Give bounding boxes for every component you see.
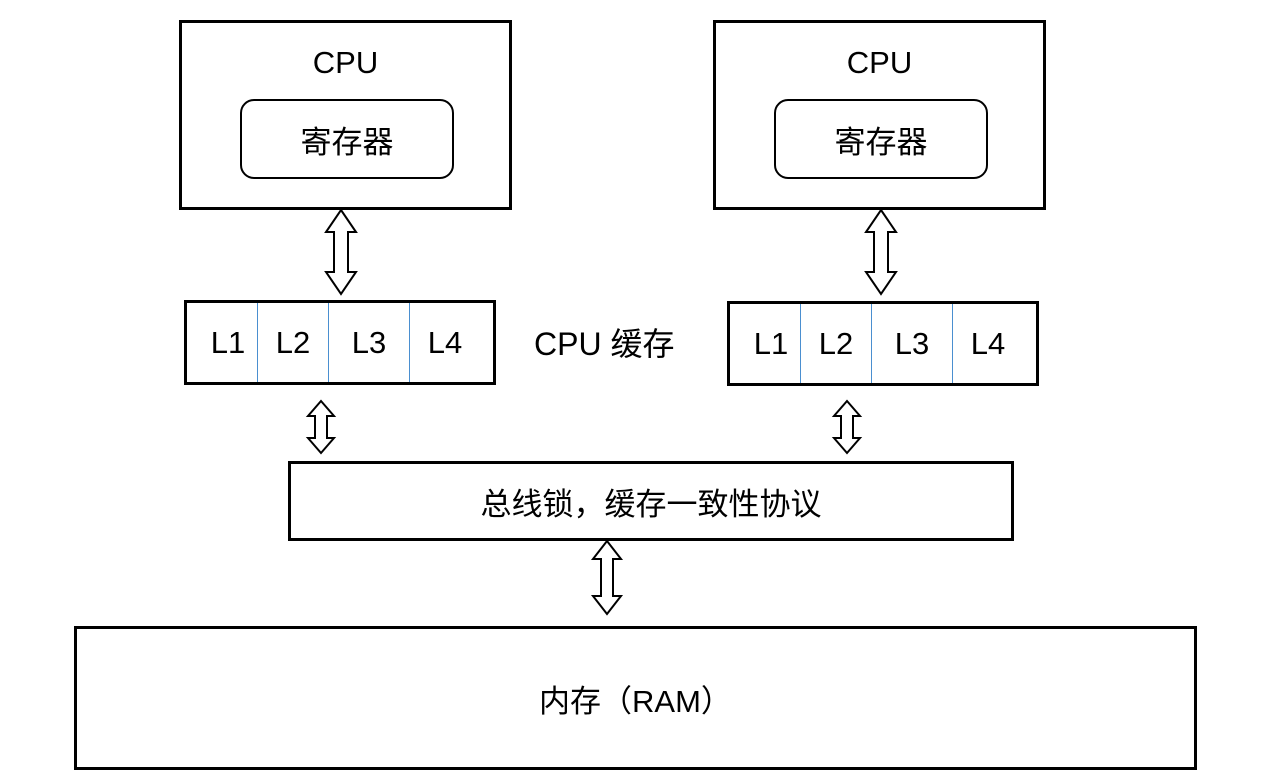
cache-divider xyxy=(328,303,329,382)
cache-level-l3-left: L3 xyxy=(351,324,387,360)
memory-box: 内存（RAM） xyxy=(74,626,1197,770)
bus-label: 总线锁，缓存一致性协议 xyxy=(480,486,822,522)
cpu-title-right: CPU xyxy=(846,45,913,80)
double-arrow-icon xyxy=(590,539,624,616)
cpu-box-left: CPU 寄存器 xyxy=(179,20,512,210)
cache-level-l2-right: L2 xyxy=(818,325,854,361)
register-label-right: 寄存器 xyxy=(834,124,928,160)
cache-level-l4-right: L4 xyxy=(970,325,1006,361)
cpu-title-left: CPU xyxy=(312,45,379,80)
double-arrow-icon xyxy=(324,208,358,296)
memory-label: 内存（RAM） xyxy=(539,683,732,719)
double-arrow-icon xyxy=(864,208,898,296)
cache-divider xyxy=(871,304,872,383)
cache-divider xyxy=(952,304,953,383)
cache-level-l1-left: L1 xyxy=(210,324,246,360)
cache-divider xyxy=(409,303,410,382)
cache-divider xyxy=(800,304,801,383)
cache-level-l3-right: L3 xyxy=(894,325,930,361)
cache-label: CPU 缓存 xyxy=(534,326,675,362)
cache-box-left: L1 L2 L3 L4 xyxy=(184,300,496,385)
register-label-left: 寄存器 xyxy=(300,124,394,160)
cache-divider xyxy=(257,303,258,382)
register-box-right: 寄存器 xyxy=(774,99,988,179)
double-arrow-icon xyxy=(831,399,863,455)
bus-box: 总线锁，缓存一致性协议 xyxy=(288,461,1014,541)
register-box-left: 寄存器 xyxy=(240,99,454,179)
cache-level-l2-left: L2 xyxy=(275,324,311,360)
cache-level-l1-right: L1 xyxy=(753,325,789,361)
cpu-box-right: CPU 寄存器 xyxy=(713,20,1046,210)
cache-box-right: L1 L2 L3 L4 xyxy=(727,301,1039,386)
double-arrow-icon xyxy=(305,399,337,455)
cache-level-l4-left: L4 xyxy=(427,324,463,360)
